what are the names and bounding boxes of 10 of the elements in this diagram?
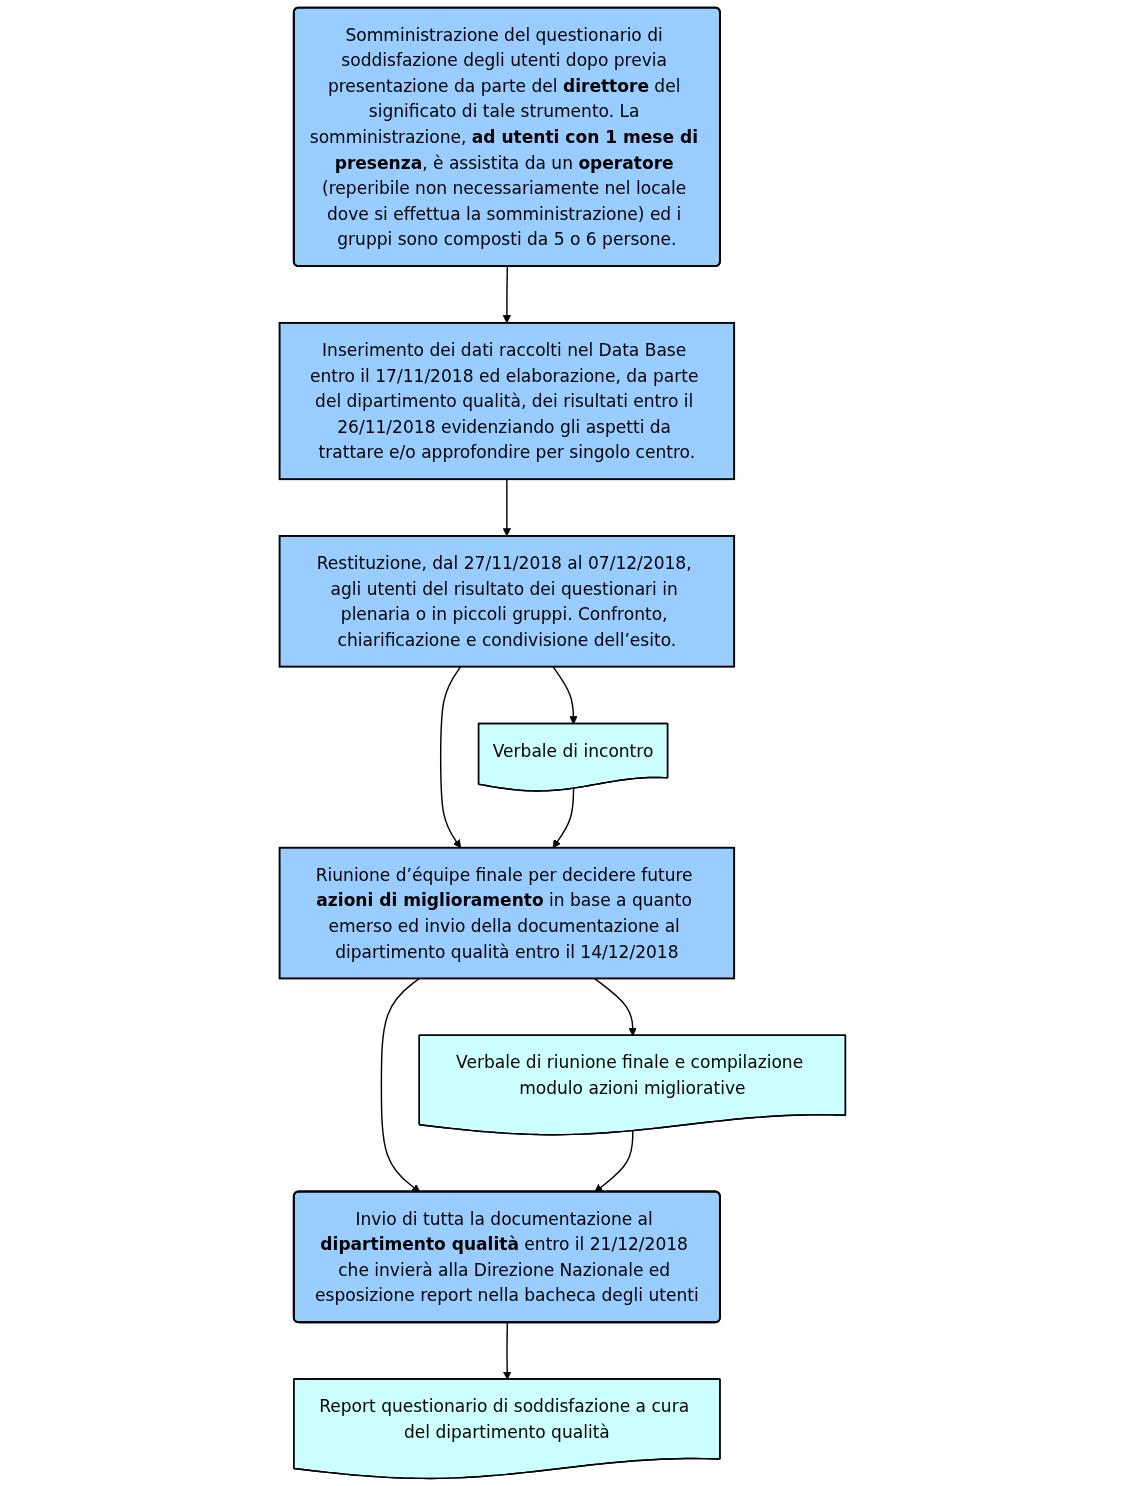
node-box: Restituzione, dal 27/11/2018 al 07/12/2018, agli utenti del risultato dei questionari in plenaria o in piccoli gruppi. Confronto, chiarificazione e condivisione dell’esito.: [278, 535, 736, 668]
node-box: Riunione d’équipe finale per decidere future azioni di miglioramento in base a quanto emerso ed invio della documentazione al dipartimento qualità entro il 14/12/2018: [278, 846, 736, 980]
arrow: [380, 977, 421, 1193]
arrow: [503, 1321, 512, 1380]
arrow: [594, 1130, 634, 1193]
node-box: Inserimento dei dati raccolti nel Data Base entro il 17/11/2018 ed elaborazione, da parte del dipartimento qualità, dei risultati entro il 26/11/2018 evidenziando gli aspetti da trattare e/o approfondire per singolo centro.: [278, 321, 736, 481]
arrow: [439, 665, 462, 849]
arrow: [502, 478, 512, 537]
arrow: [552, 787, 575, 849]
arrow: [502, 265, 512, 324]
